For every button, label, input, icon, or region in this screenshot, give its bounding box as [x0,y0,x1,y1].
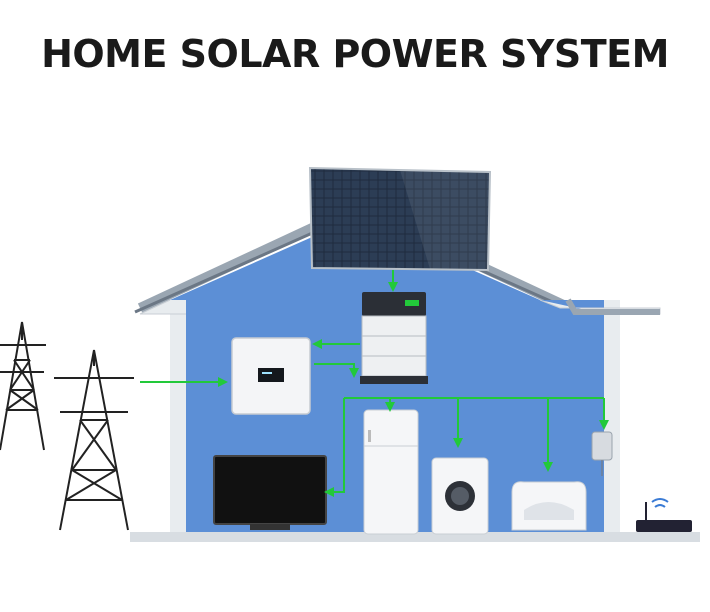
power-tower-icon [0,321,134,531]
battery-stack-icon [360,292,428,384]
heater-icon [511,481,587,531]
washing-machine-icon [431,457,489,535]
refrigerator-icon [363,409,419,535]
wall-charger-icon [591,431,613,476]
energy-flow-lines [140,270,609,497]
tv-icon [213,455,327,530]
floor [130,532,700,542]
solar-panel-icon [308,166,492,272]
page-title: HOME SOLAR POWER SYSTEM [41,32,669,76]
router-icon [636,498,692,532]
inverter-icon [231,337,311,415]
